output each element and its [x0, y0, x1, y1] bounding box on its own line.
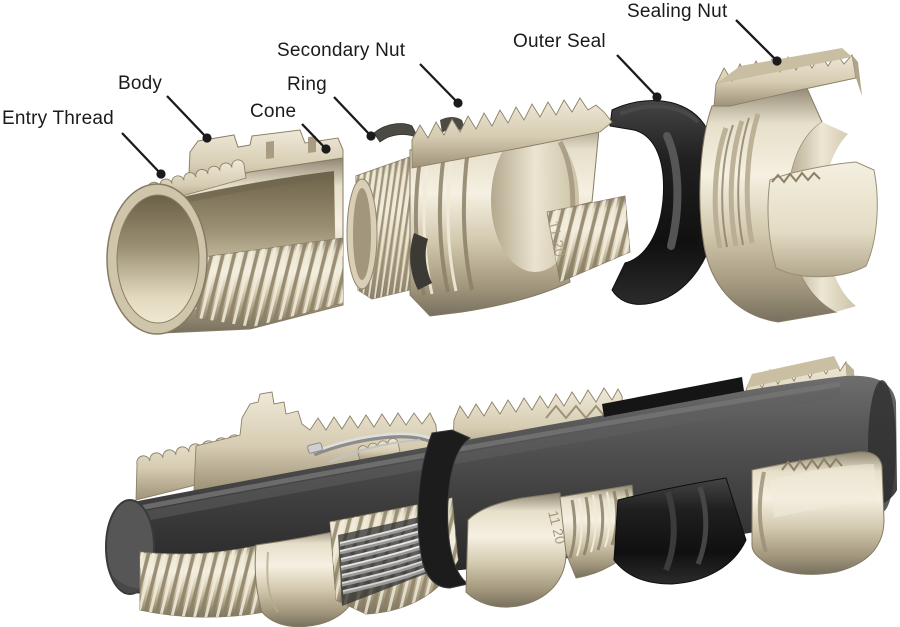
label-ring: Ring [287, 74, 327, 95]
secondary-collar-rib [576, 497, 583, 557]
sealing-nut-inner-thread [728, 120, 745, 247]
exploded-part-secondary-nut: 11 20 [409, 97, 631, 317]
seal-body [609, 100, 721, 305]
assembled-seal-bottom [613, 477, 747, 585]
leader-body [166, 95, 212, 143]
seal-band [613, 477, 747, 585]
cable-top-highlight [139, 381, 841, 511]
assembled-entry-threads-ribs [140, 544, 264, 618]
secondary-nut-thread-arc [461, 148, 474, 291]
secondary-collar-rib [590, 494, 597, 553]
secondary-collar-rib [568, 499, 577, 559]
sealing-collar-highlight [770, 464, 878, 518]
ring-segment [373, 123, 419, 143]
label-body: Body [118, 73, 163, 94]
sealing-nut-crown-face [852, 55, 862, 96]
seal-top-highlight [619, 104, 700, 124]
sealing-nut-saddle [767, 161, 878, 278]
label-cone: Cone [250, 101, 297, 122]
leader-secondary-nut [419, 63, 463, 108]
secondary-collar-rib [582, 496, 591, 556]
body-crown-notch [308, 136, 316, 153]
body-crown-notch [266, 141, 274, 159]
wire-clip [307, 442, 323, 454]
label-entry-thread: Entry Thread [2, 108, 114, 129]
secondary-nut-crown [411, 97, 613, 169]
body-interior-shadow [169, 172, 335, 206]
seal-groove [663, 132, 682, 250]
assembled-secondary-crown-wave [545, 404, 607, 420]
secondary-nut-snout-ribs [547, 196, 630, 282]
sealing-nut-inner-thread [721, 124, 734, 248]
leader-lines [121, 19, 782, 179]
label-sealing-nut: Sealing Nut [627, 1, 728, 22]
label-secondary-nut: Secondary Nut [277, 40, 406, 61]
secondary-nut-thread-arc [437, 153, 450, 293]
exploded-part-sealing-nut [699, 48, 878, 323]
sealing-collar-serration [781, 457, 843, 472]
sealing-nut-inner-thread [737, 117, 750, 246]
secondary-nut-thread-arc [446, 151, 458, 292]
sealing-nut-crown-chamfer [716, 48, 852, 84]
leader-sealing-nut [735, 19, 782, 66]
assembled-seal-top [602, 377, 744, 417]
leader-entry-thread [121, 132, 166, 179]
exploded-view: 11 20 [106, 48, 878, 335]
secondary-collar-rib [596, 493, 605, 551]
cable-top-highlight-soft [139, 388, 841, 522]
wire-loop-top [329, 439, 421, 463]
leader-ring [333, 96, 376, 141]
secondary-collar-rib [604, 491, 611, 548]
seal-band-ridge [663, 491, 677, 572]
assembled-sealing-crown-chamfer [746, 356, 840, 388]
sealing-collar-groove [757, 471, 768, 553]
label-outer-seal: Outer Seal [513, 31, 606, 52]
exploded-part-body [106, 129, 344, 335]
assembled-body-collar-facet [266, 551, 279, 613]
secondary-nut-oring [410, 233, 432, 290]
body-opening-bore [116, 194, 200, 324]
secondary-collar [465, 492, 567, 608]
assembled-view: 11 20 [105, 356, 897, 627]
assembled-near-parts: 11 20 [139, 429, 885, 627]
leader-outer-seal [616, 54, 662, 102]
seal-band-ridge [695, 486, 709, 565]
assembled-sealing-bottom [751, 451, 885, 575]
sealing-nut-inner-thread [712, 127, 729, 249]
sealing-nut-inner-thread [744, 113, 761, 244]
leader-cone [301, 123, 331, 154]
sealing-nut-saddle-serration [771, 171, 821, 184]
body-threads-ribs [196, 238, 343, 327]
cone-bore [353, 188, 371, 280]
